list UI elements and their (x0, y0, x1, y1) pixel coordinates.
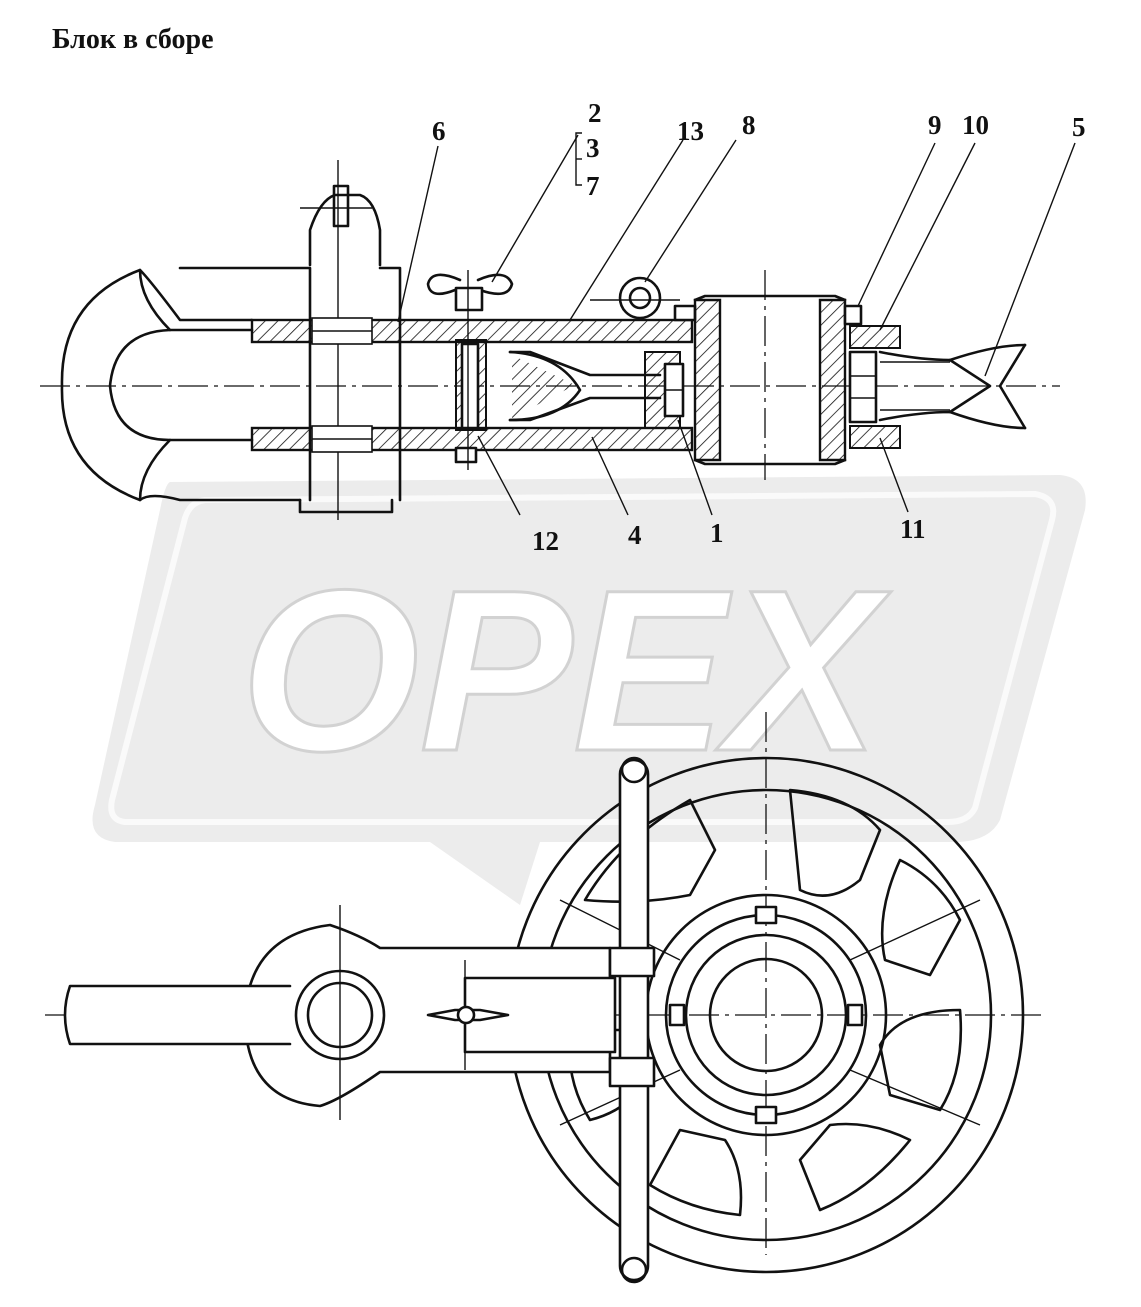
callout-3: 3 (586, 133, 600, 163)
callout-1: 1 (710, 518, 724, 548)
callout-9: 9 (928, 110, 942, 140)
callout-2: 2 (588, 98, 602, 128)
callout-10: 10 (962, 110, 989, 140)
front-view (45, 712, 1045, 1284)
section-view (40, 160, 1060, 520)
callout-7: 7 (586, 171, 600, 201)
callout-11: 11 (900, 514, 926, 544)
watermark: OPEX (92, 475, 1086, 905)
callout-8: 8 (742, 110, 756, 140)
callout-13: 13 (677, 116, 704, 146)
wheel-spokes (559, 788, 981, 1217)
callout-labels: 2 3 7 6 13 8 9 10 5 12 4 1 11 (432, 98, 1086, 556)
drawing-title: Блок в сборе (52, 24, 214, 55)
callout-6: 6 (432, 116, 446, 146)
callout-5: 5 (1072, 112, 1086, 142)
watermark-text: OPEX (240, 542, 891, 799)
callout-12: 12 (532, 526, 559, 556)
leader-lines (397, 132, 1076, 516)
callout-4: 4 (628, 520, 642, 550)
